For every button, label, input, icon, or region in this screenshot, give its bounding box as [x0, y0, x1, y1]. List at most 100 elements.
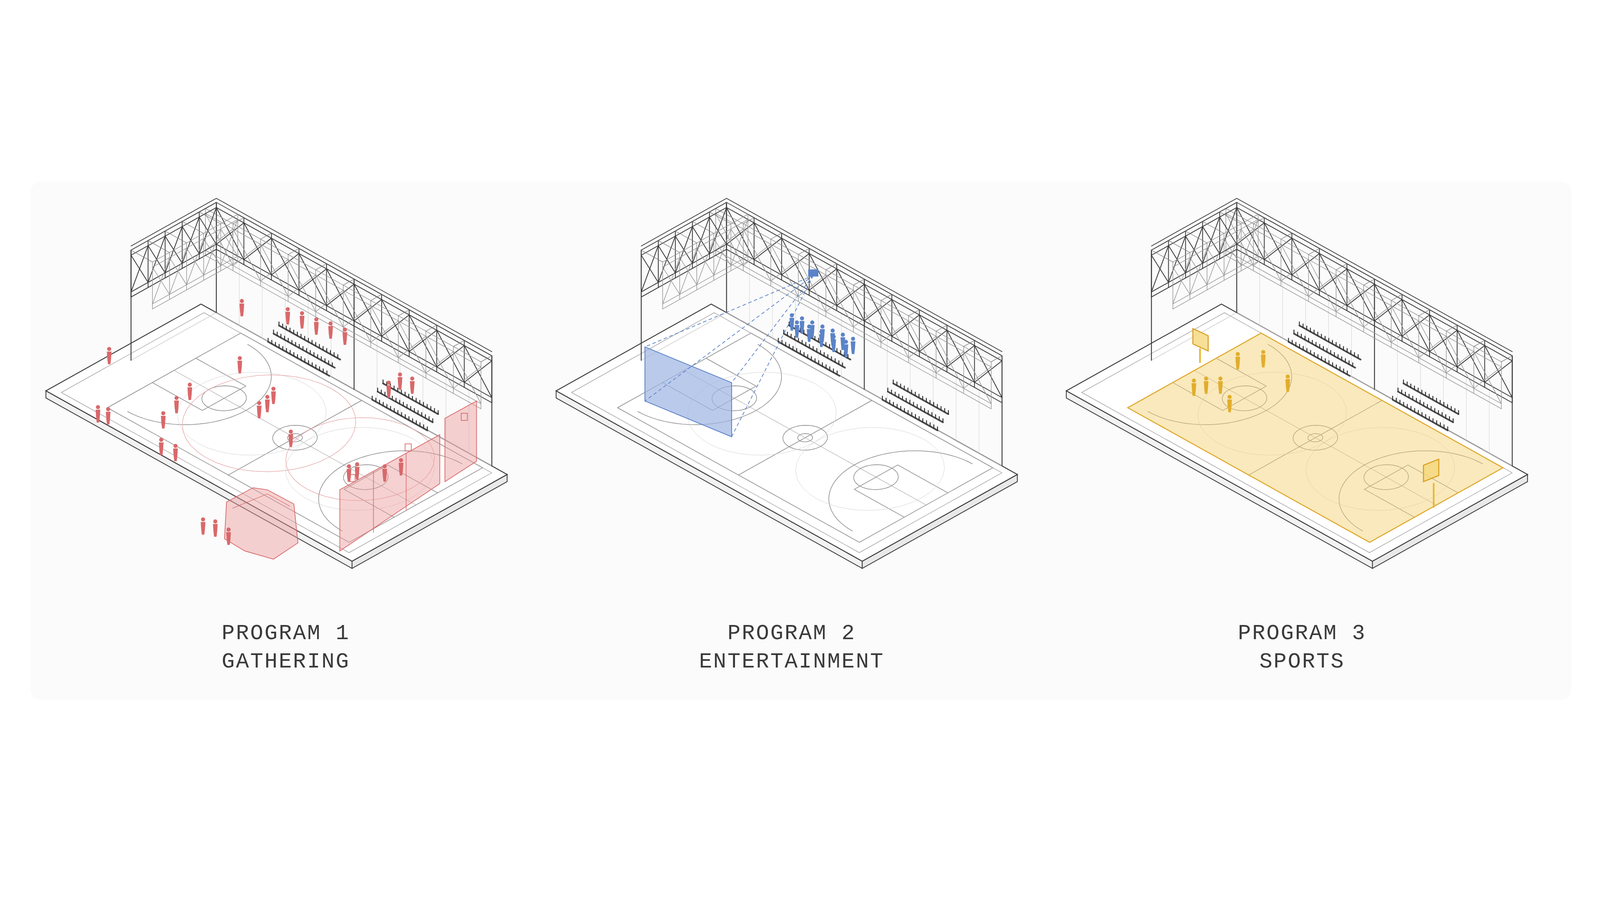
truss-member [464, 345, 492, 398]
truss-member [130, 255, 148, 283]
bleacher-seat [922, 396, 923, 400]
truss-member [1391, 305, 1419, 358]
truss-member [770, 232, 782, 240]
bleacher-row [267, 341, 330, 376]
truss-member [453, 340, 465, 347]
truss-member [203, 238, 221, 266]
bleacher-seat [333, 352, 335, 357]
program-label: GATHERING [221, 649, 350, 675]
wall-mullion [1489, 390, 1490, 454]
person-figure [346, 468, 352, 482]
bleacher-seat [282, 324, 283, 328]
truss-member [1308, 248, 1320, 255]
truss-member [397, 315, 399, 363]
truss-member [1308, 254, 1309, 302]
truss-member [165, 236, 183, 264]
bleacher-seat [1293, 330, 1295, 334]
wall-mullion [955, 377, 957, 441]
truss-member [1446, 336, 1474, 389]
truss-member [1189, 252, 1190, 300]
bleacher-seat [421, 412, 423, 417]
truss-member [743, 217, 755, 225]
bleacher-seat [794, 336, 795, 340]
person-figure [106, 351, 112, 365]
truss-member [480, 355, 492, 363]
bleacher-seat [785, 342, 787, 347]
wall-mullion [1305, 287, 1306, 351]
truss-member [991, 355, 1003, 363]
bleacher-seat [933, 425, 935, 429]
bleacher-seat [1425, 414, 1427, 419]
bleacher-seat [1310, 350, 1311, 355]
truss-member [1168, 245, 1186, 273]
bleacher-seat [1403, 402, 1405, 407]
bleacher-seat [1402, 380, 1404, 384]
bleacher-seat [838, 360, 840, 365]
person-figure [288, 429, 293, 434]
bleacher-seat [1437, 410, 1439, 415]
person-figure [810, 320, 815, 325]
person-figure [226, 527, 231, 532]
truss-member [809, 253, 837, 306]
bleacher-seat [823, 352, 825, 357]
bleacher-seat [814, 358, 816, 363]
bleacher-seat [410, 406, 412, 410]
bleacher-seat [927, 410, 929, 415]
truss-chord [715, 255, 992, 409]
truss-member [425, 336, 454, 389]
bleacher-seat [944, 408, 945, 413]
truss-member [398, 309, 410, 316]
truss-member [370, 305, 399, 358]
truss-member [853, 290, 881, 343]
truss-member [679, 247, 697, 295]
truss-member [1390, 300, 1392, 348]
bleacher-seat [1326, 348, 1328, 353]
bleacher-seat [915, 392, 916, 396]
truss-member [199, 207, 217, 254]
truss-member [165, 226, 183, 273]
bleacher-seat [380, 390, 382, 394]
wall-mullion [887, 338, 888, 403]
truss-member [692, 217, 710, 264]
wall-mullion [910, 351, 911, 415]
truss-member [798, 248, 810, 255]
truss-member [1445, 331, 1447, 379]
bleacher-seat [300, 334, 302, 338]
person-figure [397, 372, 403, 377]
bleacher-seat [892, 402, 894, 407]
person-figure [158, 442, 164, 456]
person-figure [830, 328, 835, 333]
column [863, 279, 865, 390]
column [353, 279, 355, 390]
bleacher-seat [825, 342, 827, 347]
truss-member [425, 331, 426, 379]
truss-member [1291, 238, 1320, 291]
roof-edge [641, 198, 1003, 352]
truss-member [1219, 207, 1237, 254]
bleacher-seat [272, 330, 274, 334]
wall-mullion [1443, 364, 1444, 428]
wall-mullion [1351, 313, 1352, 377]
truss-member [199, 217, 217, 245]
bleacher-seat [285, 325, 287, 330]
truss-member [1253, 217, 1265, 225]
projection-ray [731, 275, 814, 383]
bleacher-seat [1419, 400, 1421, 405]
truss-member [299, 253, 327, 306]
bleacher-seat [310, 350, 311, 355]
truss-member [220, 229, 238, 257]
wall-mullion [1259, 262, 1260, 326]
court-markings [107, 332, 483, 543]
bleacher-seat [1333, 352, 1335, 357]
bleacher-seat [1315, 342, 1317, 347]
person-figure [105, 411, 111, 425]
truss-member [880, 305, 909, 358]
program-label: ENTERTAINMENT [699, 649, 885, 675]
wall-mullion [978, 390, 980, 454]
bleacher-seat [1342, 346, 1344, 351]
truss-member [182, 221, 204, 234]
bleacher-seat [931, 412, 933, 417]
truss-member [1280, 232, 1292, 240]
wall-mullion [1466, 377, 1467, 441]
